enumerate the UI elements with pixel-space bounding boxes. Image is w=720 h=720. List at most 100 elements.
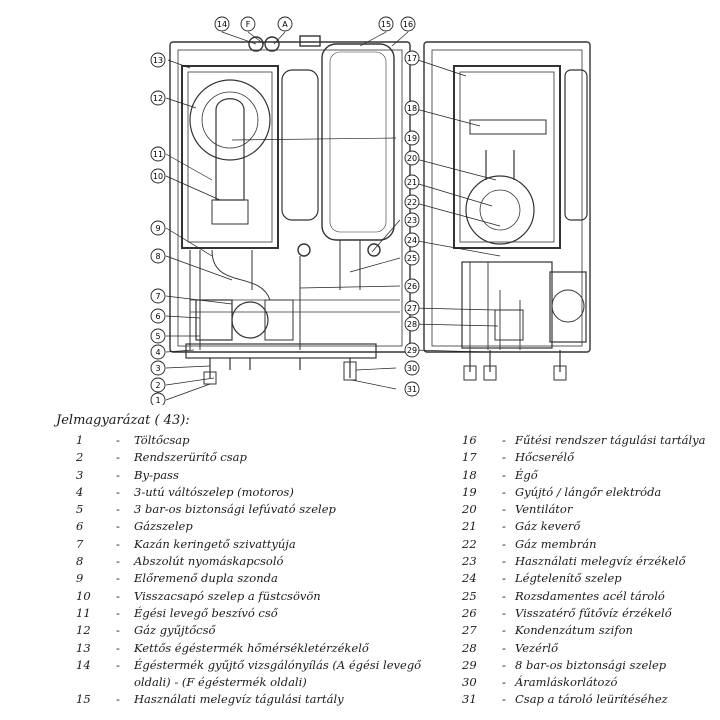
legend-text: Előremenő dupla szonda	[134, 571, 278, 586]
callout-label: 16	[403, 20, 413, 29]
legend-number: 2	[76, 450, 84, 465]
callout-circle	[404, 381, 420, 397]
legend-item: 29-8 bar-os biztonsági szelep	[458, 657, 718, 674]
legend-number: 11	[76, 605, 91, 620]
legend-dash: -	[502, 433, 506, 447]
legend-title: Jelmagyarázat ( 43):	[56, 413, 190, 428]
callout-label: 7	[155, 292, 160, 301]
legend-number: 10	[76, 588, 91, 603]
side-view	[423, 41, 591, 381]
legend-number: 17	[462, 450, 477, 465]
legend-item: 20-Ventilátor	[458, 501, 718, 518]
legend-item: 18 -Égő	[458, 467, 718, 484]
legend-text: Töltőcsap	[134, 433, 190, 447]
legend-dash: -	[502, 692, 506, 707]
legend-item: 8-Abszolút nyomáskapcsoló	[56, 553, 456, 570]
legend-dash: -	[116, 450, 120, 465]
legend-item: 9 -Előremenő dupla szonda	[56, 570, 456, 587]
legend-dash: -	[502, 675, 506, 690]
legend-number: 15	[76, 692, 91, 707]
callout-label: 2	[155, 381, 160, 390]
callout-circle	[150, 328, 166, 344]
legend-text: 3-utú váltószelep (motoros)	[134, 484, 294, 499]
callout-label: 24	[407, 236, 417, 245]
legend-dash: -	[116, 433, 120, 447]
legend-dash: -	[502, 640, 506, 655]
legend-dash: -	[116, 467, 120, 482]
leader-lines	[165, 31, 501, 401]
callout-label: 29	[407, 346, 417, 355]
legend-item: 2 -Rendszerürítő csap	[56, 449, 456, 466]
legend-item: 25-Rozsdamentes acél tároló	[458, 588, 718, 605]
legend-dash: -	[502, 502, 506, 517]
legend-item: 16-Fűtési rendszer tágulási tartálya	[458, 432, 718, 449]
legend-text: Égő	[515, 467, 538, 482]
legend-text: Égési levegő beszívó cső	[134, 605, 278, 620]
legend-number: 12	[76, 623, 91, 638]
legend-text: Rendszerürítő csap	[134, 450, 247, 465]
legend-item: 23-Használati melegvíz érzékelő	[458, 553, 718, 570]
legend-number: 7	[76, 536, 84, 551]
legend-item: 14-Égéstermék gyűjtő vizsgálónyílás (A é…	[56, 657, 456, 692]
callout-label: 31	[407, 385, 417, 394]
legend-dash: -	[502, 571, 506, 586]
legend-text: Gáz membrán	[515, 536, 597, 551]
callout-label: 30	[407, 364, 417, 373]
legend-dash: -	[502, 657, 506, 672]
legend-dash: -	[116, 605, 120, 620]
legend-text: Égéstermék gyűjtő vizsgálónyílás (A égés…	[134, 657, 422, 690]
legend-number: 9	[76, 571, 84, 586]
legend-text: Kettős égéstermék hőmérsékletérzékelő	[134, 640, 369, 655]
legend-item: 19-Gyújtó / lángőr elektróda	[458, 484, 718, 501]
legend-item: 31-Csap a tároló leürítéséhez	[458, 691, 718, 708]
legend-item: 12-Gáz gyűjtőcső	[56, 622, 456, 639]
callout-circle	[150, 308, 166, 324]
callout-label: 1	[155, 396, 160, 405]
callout-label: 28	[407, 320, 417, 329]
callout-label: 26	[407, 282, 417, 291]
legend-text: Légtelenítő szelep	[515, 571, 622, 586]
legend-text: Áramláskorlátozó	[515, 675, 618, 690]
legend-item: 26-Visszatérő fűtővíz érzékelő	[458, 605, 718, 622]
callout-label: A	[282, 20, 288, 29]
callout-circle	[150, 360, 166, 376]
callout-circle	[150, 392, 166, 405]
callout-circle	[150, 220, 166, 236]
legend-text: Hőcserélő	[515, 450, 575, 465]
callout-circle	[150, 90, 166, 106]
callout-label: 11	[153, 150, 163, 159]
callout-label: 19	[407, 134, 417, 143]
legend-dash: -	[116, 571, 120, 586]
legend-number: 25	[462, 588, 477, 603]
legend-dash: -	[502, 467, 506, 482]
legend-item: 17 -Hőcserélő	[458, 449, 718, 466]
callout-label: 13	[153, 56, 163, 65]
legend-text: Visszacsapó szelep a füstcsövön	[134, 588, 321, 603]
callout-circle	[404, 130, 420, 146]
legend-text: Vezérlő	[515, 640, 559, 655]
legend-number: 28	[462, 640, 477, 655]
legend-dash: -	[502, 519, 506, 534]
legend-dash: -	[502, 536, 506, 551]
legend-number: 6	[76, 519, 84, 534]
legend-text: Gáz keverő	[515, 519, 581, 534]
legend-item: 30-Áramláskorlátozó	[458, 674, 718, 691]
legend-dash: -	[502, 484, 506, 499]
legend-number: 24	[462, 571, 477, 586]
callout-circle	[378, 16, 394, 32]
callout-label: 5	[155, 332, 160, 341]
callout-label: F	[246, 20, 251, 29]
legend-dash: -	[502, 554, 506, 569]
callout-label: 8	[155, 252, 160, 261]
callout-circle	[404, 232, 420, 248]
legend-item: 6-Gázszelep	[56, 518, 456, 535]
legend-item: 27-Kondenzátum szifon	[458, 622, 718, 639]
callout-label: 4	[155, 348, 160, 357]
callout-label: 23	[407, 216, 417, 225]
legend-item: 22-Gáz membrán	[458, 536, 718, 553]
legend-dash: -	[502, 450, 506, 465]
legend-dash: -	[116, 657, 120, 672]
callout-label: 15	[381, 20, 391, 29]
legend-number: 18	[462, 467, 477, 482]
